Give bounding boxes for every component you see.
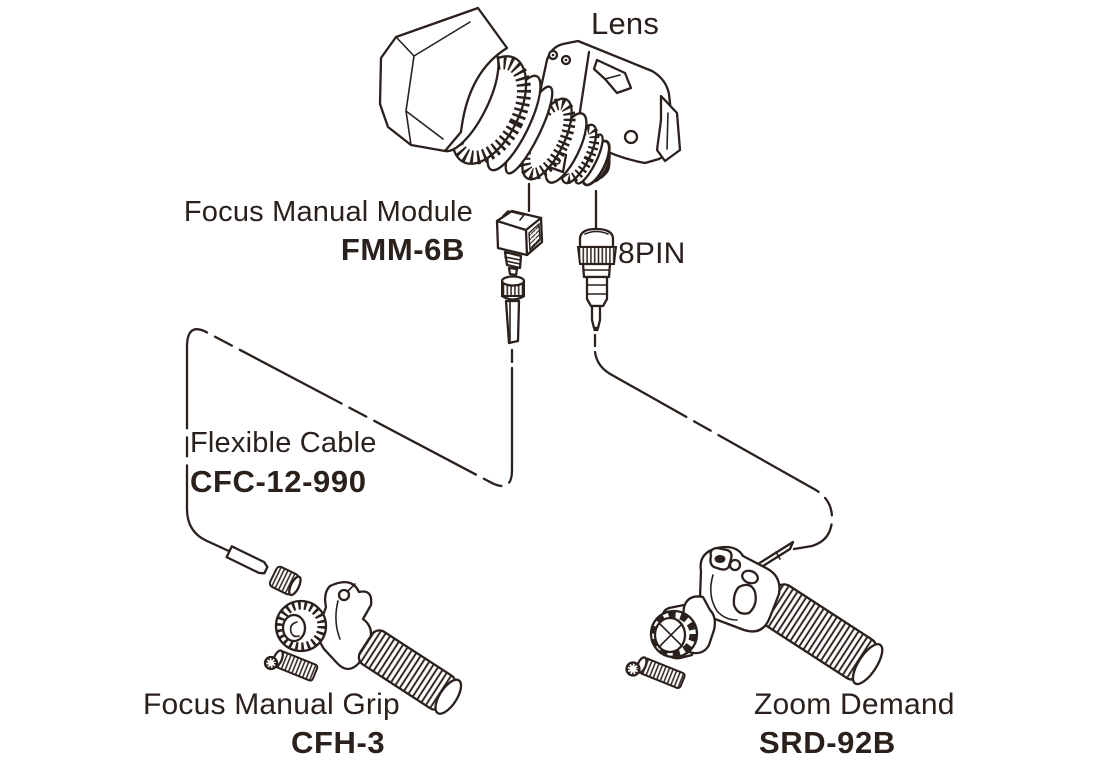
focus-manual-module-model: FMM-6B: [340, 232, 465, 268]
lens-body-fin: [655, 94, 682, 163]
zoom-demand-cable-path: [593, 333, 834, 551]
focus-manual-module-name: Focus Manual Module: [183, 196, 473, 228]
focus-manual-grip-model: CFH-3: [291, 725, 386, 760]
focus-manual-grip-name: Focus Manual Grip: [143, 688, 400, 721]
zoom-demand-illustration: [625, 540, 884, 690]
zoom-demand-model: SRD-92B: [759, 725, 896, 760]
8pin-label: 8PIN: [618, 237, 686, 270]
focus-manual-module-illustration: [495, 209, 544, 345]
focus-manual-grip-illustration: [225, 545, 463, 715]
flexible-cable-name: Flexible Cable: [190, 427, 377, 459]
zoom-demand-name: Zoom Demand: [754, 688, 955, 721]
lens-illustration: [378, 6, 682, 230]
flexible-cable-path: [185, 328, 514, 554]
flexible-cable-label: Flexible Cable CFC-12-990: [190, 427, 377, 500]
grip-handle: [357, 629, 463, 715]
lens-label: Lens: [591, 6, 660, 41]
8pin-connector-illustration: [576, 227, 618, 332]
flexible-cable-model: CFC-12-990: [190, 464, 367, 500]
focus-manual-module-label: Focus Manual Module FMM-6B: [140, 196, 473, 268]
